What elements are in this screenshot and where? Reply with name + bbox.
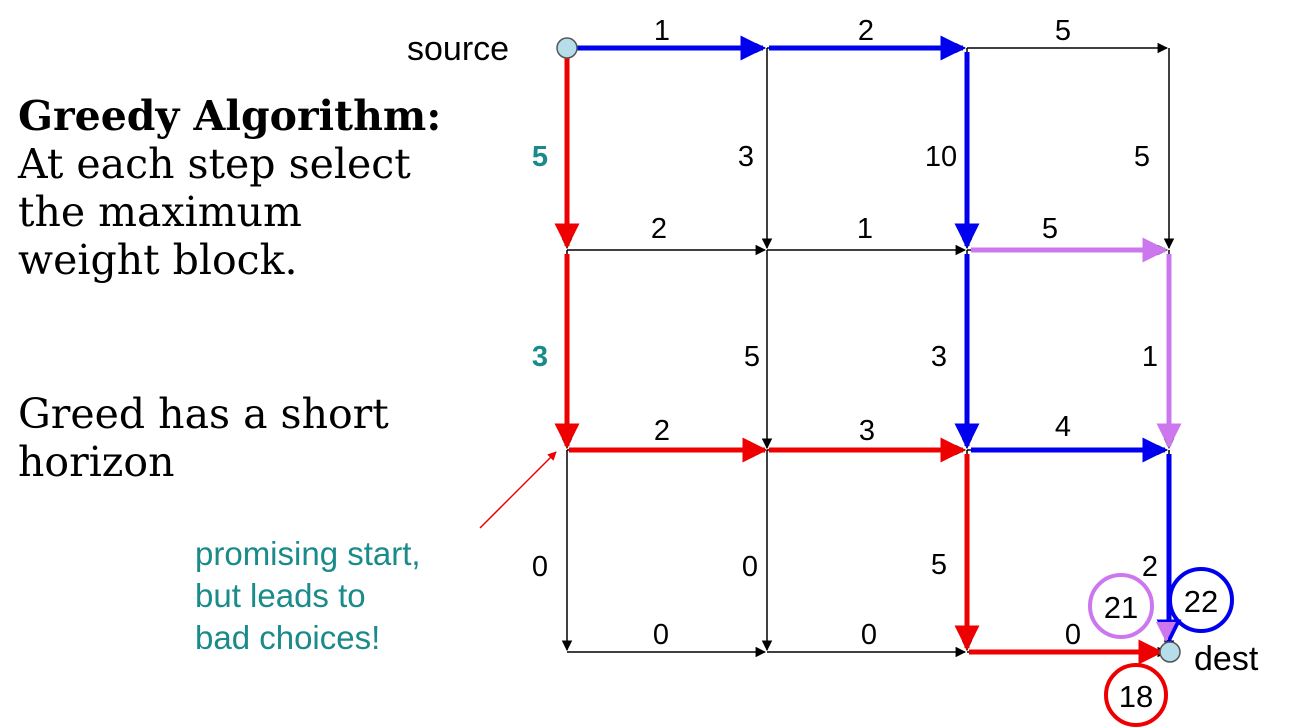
- path-total-red-ring: [1104, 663, 1168, 727]
- path-total-red: 18: [1104, 663, 1168, 727]
- description-line-2: the maximum: [18, 188, 302, 236]
- path-total-red-value: 18: [1119, 679, 1153, 714]
- weight-v-r1-c2: 3: [931, 341, 947, 373]
- dest-node: [1159, 641, 1181, 663]
- description-line-1: At each step select: [18, 140, 411, 188]
- path-total-purple: 21: [1088, 573, 1154, 639]
- path-total-blue-value: 22: [1184, 584, 1218, 619]
- weight-v-r2-c3: 2: [1142, 551, 1158, 583]
- source-label: source: [407, 30, 509, 68]
- weight-v-r0-c3: 5: [1134, 141, 1150, 173]
- weight-v-r1-c3: 1: [1142, 341, 1158, 373]
- weight-v-r1-c1: 5: [744, 341, 760, 373]
- heading: Greedy Algorithm:: [18, 92, 442, 140]
- weight-h-r1-c0: 2: [651, 213, 667, 245]
- description-line-3: weight block.: [18, 236, 298, 284]
- blue-path: [576, 35, 1182, 645]
- dest-label: dest: [1194, 640, 1259, 678]
- source-node: [556, 37, 578, 59]
- path-total-blue: 22: [1168, 567, 1234, 633]
- weight-h-r0-c1: 2: [858, 15, 874, 47]
- weight-v-r0-c0: 5: [532, 141, 548, 173]
- annotation-line-1: promising start,: [195, 535, 421, 572]
- purple-path: [971, 237, 1182, 449]
- remark-line-1: Greed has a short: [18, 390, 389, 438]
- weight-v-r0-c2: 10: [925, 141, 957, 173]
- weight-h-r3-c0: 0: [653, 619, 669, 651]
- weight-v-r0-c1: 3: [738, 141, 754, 173]
- weight-v-r1-c0: 3: [532, 341, 548, 373]
- weight-v-r2-c1: 0: [742, 551, 758, 583]
- path-total-purple-value: 21: [1104, 590, 1138, 625]
- red-greedy-path: [554, 56, 1164, 665]
- weight-v-r2-c2: 5: [931, 549, 947, 581]
- path-total-blue-ring: [1168, 567, 1234, 633]
- horizontal-weights: 1 2 5 2 1 5 2 3 4 0 0 0: [651, 15, 1081, 651]
- weight-h-r3-c2: 0: [1065, 619, 1081, 651]
- annotation-pointer-arrow: [479, 451, 557, 529]
- weight-h-r3-c1: 0: [861, 619, 877, 651]
- grid-edges: [561, 42, 1175, 658]
- weight-h-r2-c1: 3: [859, 415, 875, 447]
- vertical-weights: 5 3 10 5 3 5 3 1 0 0 5 2: [532, 141, 1158, 583]
- weight-h-r2-c2: 4: [1055, 411, 1071, 443]
- remark-line-2: horizon: [18, 438, 175, 486]
- weight-h-r0-c2: 5: [1055, 15, 1071, 47]
- weight-h-r1-c2: 5: [1042, 213, 1058, 245]
- annotation-line-2: but leads to: [195, 577, 366, 614]
- weight-h-r1-c1: 1: [857, 213, 873, 245]
- weight-v-r2-c0: 0: [532, 551, 548, 583]
- annotation-line-3: bad choices!: [195, 619, 381, 656]
- path-total-purple-ring: [1088, 573, 1154, 639]
- weight-h-r0-c0: 1: [654, 15, 670, 47]
- weight-h-r2-c0: 2: [654, 415, 670, 447]
